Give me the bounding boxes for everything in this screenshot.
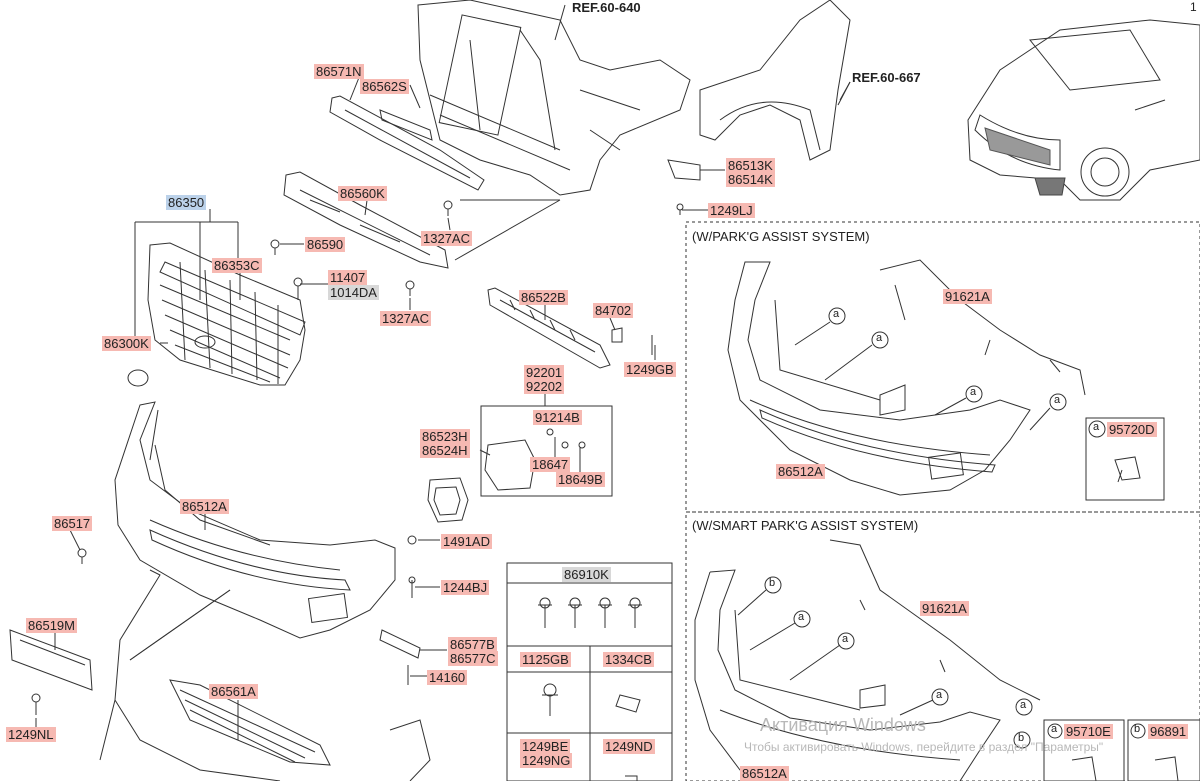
leader-lines <box>35 4 851 740</box>
ref-label-60-667: REF.60-667 <box>852 70 921 85</box>
callout-a: a <box>1054 394 1061 406</box>
smart-park-assist-harness-label: 91621A <box>920 601 969 616</box>
part-label-86350: 86350 <box>166 195 207 210</box>
edge-mark: 1 <box>1190 0 1197 14</box>
part-label-86513k: 86513K <box>726 158 775 173</box>
fog-lamp-bracket <box>427 439 536 523</box>
part-label-1249lj: 1249LJ <box>708 203 755 218</box>
callout-b: b <box>769 577 776 589</box>
park-assist-harness-label: 91621A <box>943 289 992 304</box>
park-assist-panel-border <box>685 221 1200 513</box>
fasteners <box>31 159 701 715</box>
table-cell-1334cb: 1334CB <box>603 652 654 667</box>
hardware-table-grid <box>506 562 673 781</box>
smart-sensor-label-95710e: 95710E <box>1064 724 1113 739</box>
part-label-86560k: 86560K <box>338 186 387 201</box>
part-label-91214b: 91214B <box>533 410 582 425</box>
sensor-icon <box>1114 456 1141 483</box>
smart-park-assist-bumper <box>694 539 1041 781</box>
park-assist-title: (W/PARK'G ASSIST SYSTEM) <box>692 229 870 244</box>
vehicle-sketch <box>967 19 1200 201</box>
smart-sensor-label-96891: 96891 <box>1148 724 1189 739</box>
part-label-86571n: 86571N <box>314 64 364 79</box>
bumper-beam <box>283 171 449 269</box>
table-header-86910k: 86910K <box>562 567 611 582</box>
part-label-92202: 92202 <box>524 379 565 394</box>
callout-a: a <box>798 611 805 623</box>
lower-grille <box>487 287 611 369</box>
part-label-86517: 86517 <box>52 516 93 531</box>
part-label-18649b: 18649B <box>556 472 605 487</box>
part-label-86514k: 86514K <box>726 172 775 187</box>
part-label-86522b: 86522B <box>519 290 568 305</box>
smart-park-assist-bumper-label: 86512A <box>740 766 789 781</box>
part-label-86300k: 86300K <box>102 336 151 351</box>
callout-circle <box>828 307 846 325</box>
smart-park-assist-title: (W/SMART PARK'G ASSIST SYSTEM) <box>692 518 919 533</box>
callout-a: a <box>1051 723 1058 735</box>
table-cell-1249be: 1249BE <box>520 739 571 754</box>
part-label-86577b: 86577B <box>448 637 497 652</box>
part-label-1249gb: 1249GB <box>624 362 676 377</box>
callout-a: a <box>876 332 883 344</box>
part-label-1327ac-lower: 1327AC <box>380 311 431 326</box>
park-assist-sensor-label: 95720D <box>1107 422 1157 437</box>
part-label-86524h: 86524H <box>420 443 470 458</box>
part-label-1327ac-upper: 1327AC <box>421 231 472 246</box>
part-label-86562s: 86562S <box>360 79 409 94</box>
sensor-box-95710e <box>1043 719 1125 781</box>
radiator-support-frame <box>417 0 691 196</box>
park-assist-bumper <box>727 259 1086 496</box>
callout-b: b <box>1134 723 1141 735</box>
part-label-1491ad: 1491AD <box>441 534 492 549</box>
callout-b: b <box>1018 732 1025 744</box>
front-bumper-cover <box>114 401 396 639</box>
part-label-18647: 18647 <box>530 457 571 472</box>
part-label-1244bj: 1244BJ <box>441 580 490 595</box>
part-label-86353c: 86353C <box>212 258 262 273</box>
part-label-14160: 14160 <box>427 670 468 685</box>
part-label-86523h: 86523H <box>420 429 470 444</box>
callout-a: a <box>970 386 977 398</box>
part-label-11407: 11407 <box>328 270 368 285</box>
license-plate-bracket <box>9 629 93 691</box>
part-label-84702: 84702 <box>593 303 634 318</box>
table-cell-1249ng: 1249NG <box>520 753 573 768</box>
activation-watermark-text: Чтобы активировать Windows, перейдите в … <box>744 740 1104 754</box>
callout-a: a <box>1093 421 1100 433</box>
part-label-92201: 92201 <box>524 365 565 380</box>
part-label-86577c: 86577C <box>448 651 498 666</box>
table-cell-1125gb: 1125GB <box>520 652 571 667</box>
part-label-86590: 86590 <box>305 237 346 252</box>
table-cell-1249nd: 1249ND <box>603 739 655 754</box>
ref-label-60-640: REF.60-640 <box>572 0 641 15</box>
part-label-86512a: 86512A <box>180 499 229 514</box>
callout-a: a <box>833 308 840 320</box>
sensor-box-96891 <box>1127 719 1200 781</box>
part-label-1014da: 1014DA <box>328 285 379 300</box>
lower-bumper-section <box>99 569 431 781</box>
part-label-1249nl: 1249NL <box>6 727 56 742</box>
upper-beam <box>329 95 485 191</box>
table-screws <box>538 597 642 781</box>
park-assist-bumper-label: 86512A <box>776 464 825 479</box>
sensor-box-95720d <box>1085 417 1165 501</box>
callout-a: a <box>936 689 943 701</box>
part-label-86561a: 86561A <box>209 684 258 699</box>
callout-a: a <box>842 633 849 645</box>
part-label-86519m: 86519M <box>26 618 77 633</box>
callout-a: a <box>1020 699 1027 711</box>
activation-watermark-title: Активация Windows <box>760 715 926 735</box>
front-fender <box>699 0 851 161</box>
